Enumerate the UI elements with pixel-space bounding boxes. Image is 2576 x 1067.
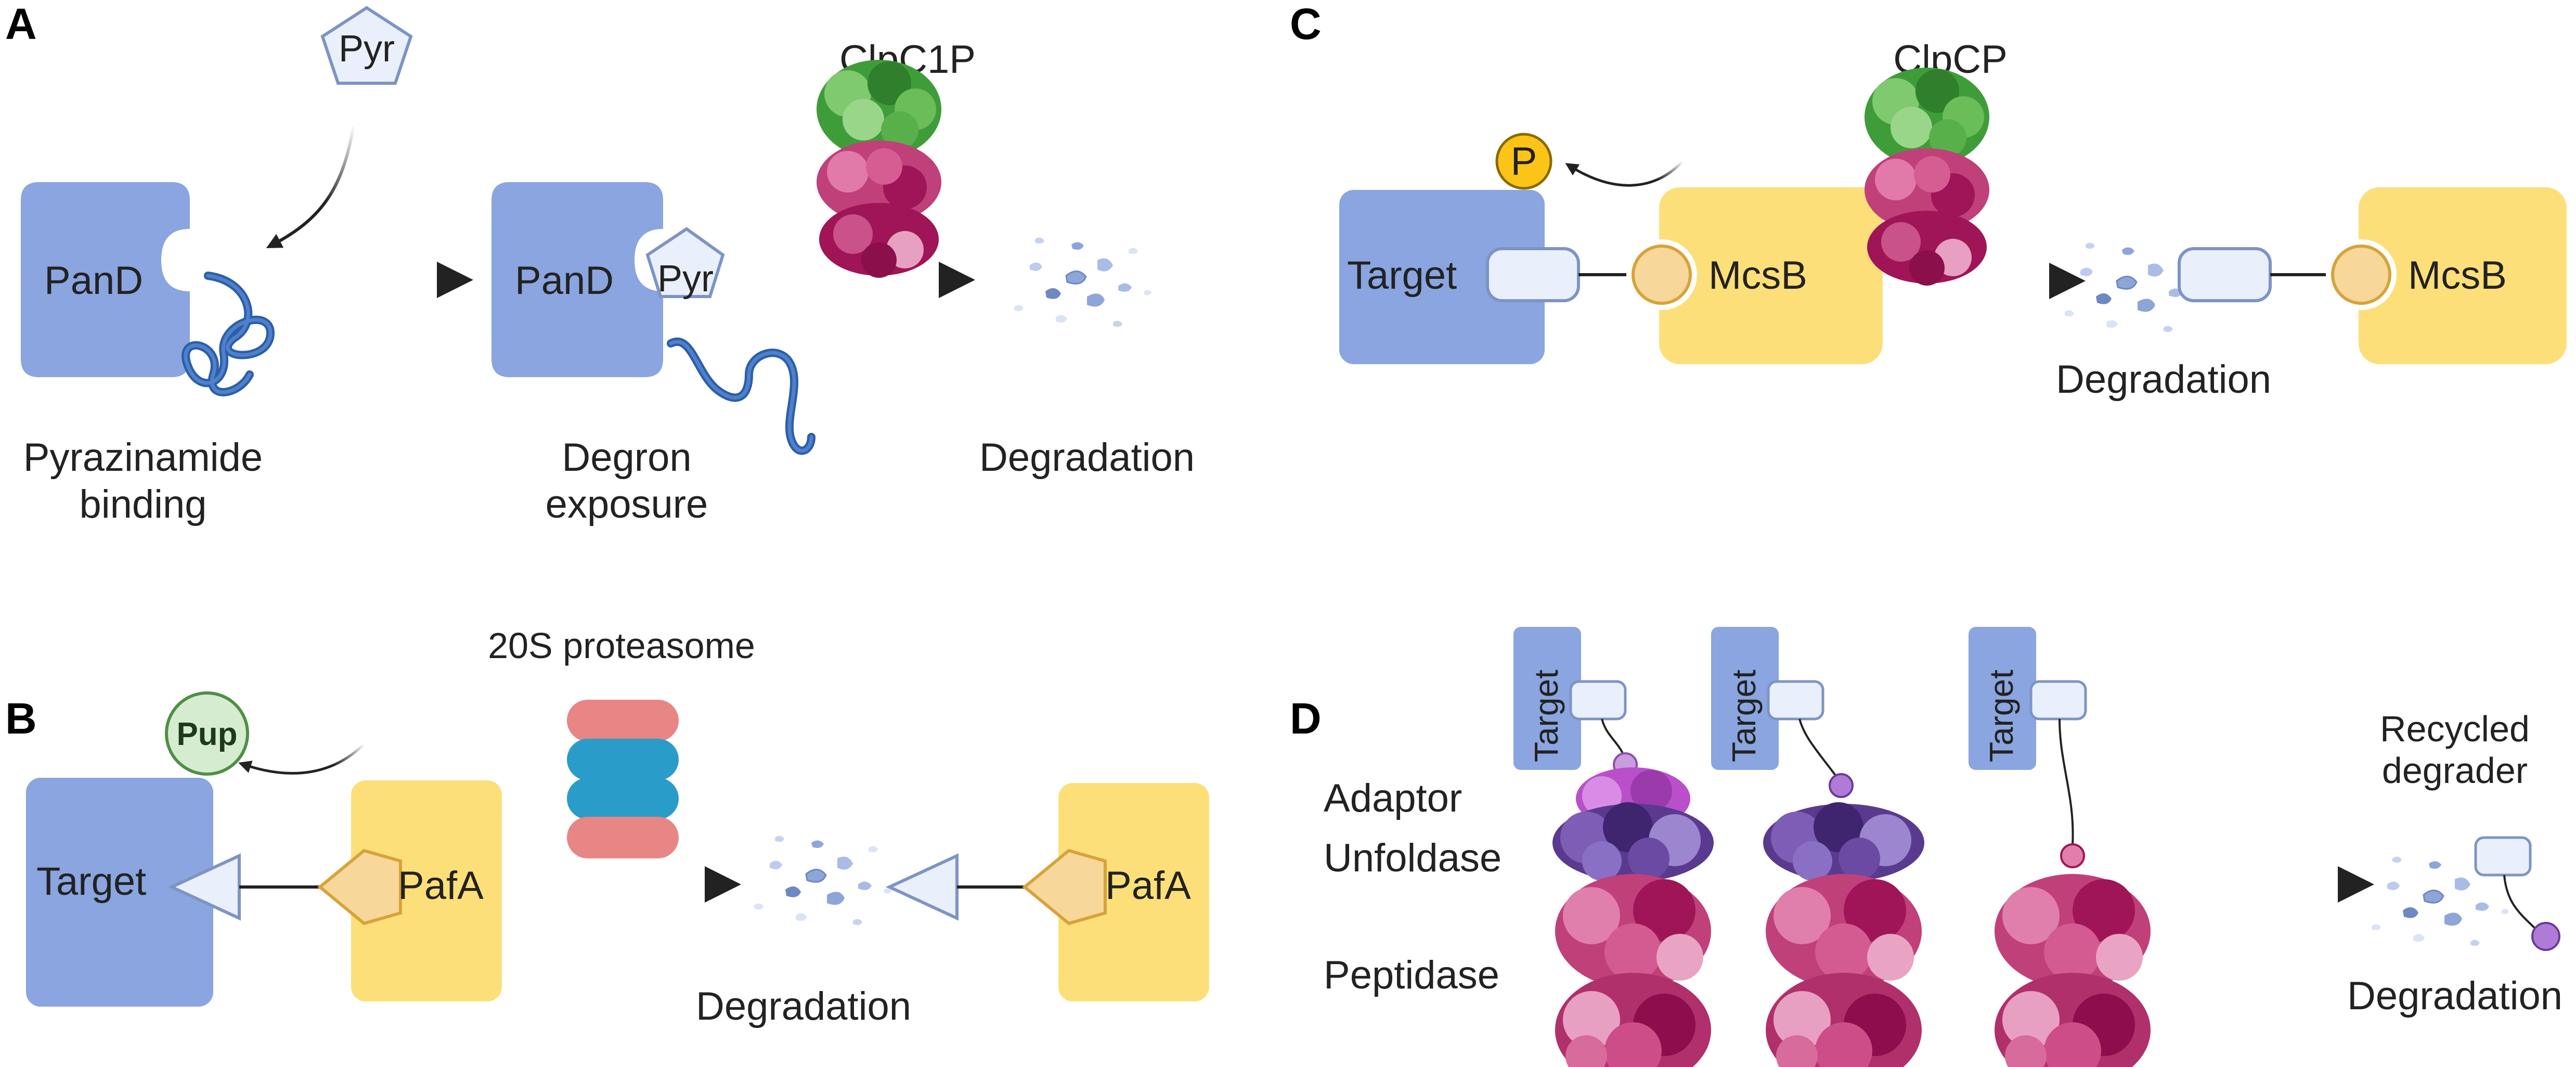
pup-degron-remnant	[885, 853, 959, 921]
protease-complex-2: Target	[1711, 627, 1924, 1067]
recycled-degrader-line1: Recycled	[2380, 709, 2530, 749]
caption-pyrazinamide-line1: Pyrazinamide	[23, 435, 263, 480]
pafa-label-1: PafA	[398, 864, 484, 908]
target-label-b: Target	[36, 859, 146, 904]
degraded-fragments-b	[753, 834, 892, 926]
pup-tag: Pup	[165, 691, 249, 776]
panel-letter-a: A	[5, 0, 37, 48]
mcsb-kinase-1: McsB	[1626, 187, 1883, 364]
target-protein-c: Target	[1339, 190, 1580, 364]
caption-degradation-a: Degradation	[979, 435, 1195, 480]
caption-degradation-d: Degradation	[2347, 974, 2562, 1018]
panel-letter-b: B	[5, 694, 37, 743]
caption-degron-line1: Degron	[562, 435, 691, 480]
pand-label-2: PanD	[515, 259, 614, 303]
unfoldase-label: Unfoldase	[1324, 836, 1501, 880]
caption-degradation-c: Degradation	[2056, 357, 2271, 402]
target-label-d1: Target	[1528, 670, 1565, 762]
caption-degradation-b: Degradation	[696, 984, 911, 1029]
pand-label-1: PanD	[44, 259, 143, 303]
target-protein-b: Target	[26, 778, 241, 1007]
mcsb-label-1: McsB	[1708, 253, 1807, 298]
panel-a: A Pyr PanD Pyrazinamide binding PanD Pyr	[5, 0, 1195, 526]
pafa-ligase-2: PafA	[1022, 783, 1209, 1001]
proteasome-20s	[567, 700, 679, 858]
target-label-c: Target	[1347, 253, 1457, 298]
target-label-d2: Target	[1725, 670, 1763, 762]
caption-degron-line2: exposure	[546, 482, 708, 526]
degraded-fragments-a	[1013, 236, 1153, 328]
pup-transfer-arrow	[238, 743, 365, 775]
target-label-d3: Target	[1983, 670, 2020, 762]
panel-c: C P Target McsB ClpCP	[1290, 0, 2567, 402]
mcsb-recycled: McsB	[2178, 187, 2567, 364]
clpc1p-protease	[817, 60, 941, 278]
proteasome-label: 20S proteasome	[488, 625, 755, 666]
panel-letter-d: D	[1290, 694, 1322, 743]
phospho-tag: P	[1495, 133, 1552, 190]
pyr-molecule: Pyr	[320, 6, 413, 85]
recycled-degrader	[2474, 836, 2560, 951]
pyr-bound-label: Pyr	[657, 258, 714, 300]
peptidase-label: Peptidase	[1324, 953, 1499, 997]
pafa-label-2: PafA	[1105, 864, 1191, 908]
panel-letter-c: C	[1290, 0, 1322, 48]
pafa-ligase-1: PafA	[317, 780, 502, 1001]
panel-d: D Adaptor Unfoldase Peptidase Target Tar…	[1290, 627, 2562, 1067]
phospho-transfer-arrow	[1565, 160, 1684, 187]
protease-complex-1: Target	[1513, 627, 1714, 1067]
protease-complex-3: Target	[1969, 627, 2151, 1067]
pand-protein-2: PanD Pyr	[491, 182, 815, 455]
pyr-binding-arrow	[266, 124, 355, 248]
adaptor-label: Adaptor	[1324, 776, 1462, 820]
caption-pyrazinamide-line2: binding	[79, 482, 206, 526]
pand-protein-1: PanD	[21, 182, 275, 396]
clpcp-protease	[1865, 68, 1989, 286]
panel-b: B Pup Target PafA 20S proteasome	[5, 625, 1209, 1029]
recycled-degrader-line2: degrader	[2382, 750, 2528, 791]
mcsb-label-2: McsB	[2408, 253, 2507, 298]
pup-label: Pup	[176, 716, 237, 752]
phospho-label: P	[1511, 139, 1537, 184]
pyr-label: Pyr	[339, 28, 395, 70]
